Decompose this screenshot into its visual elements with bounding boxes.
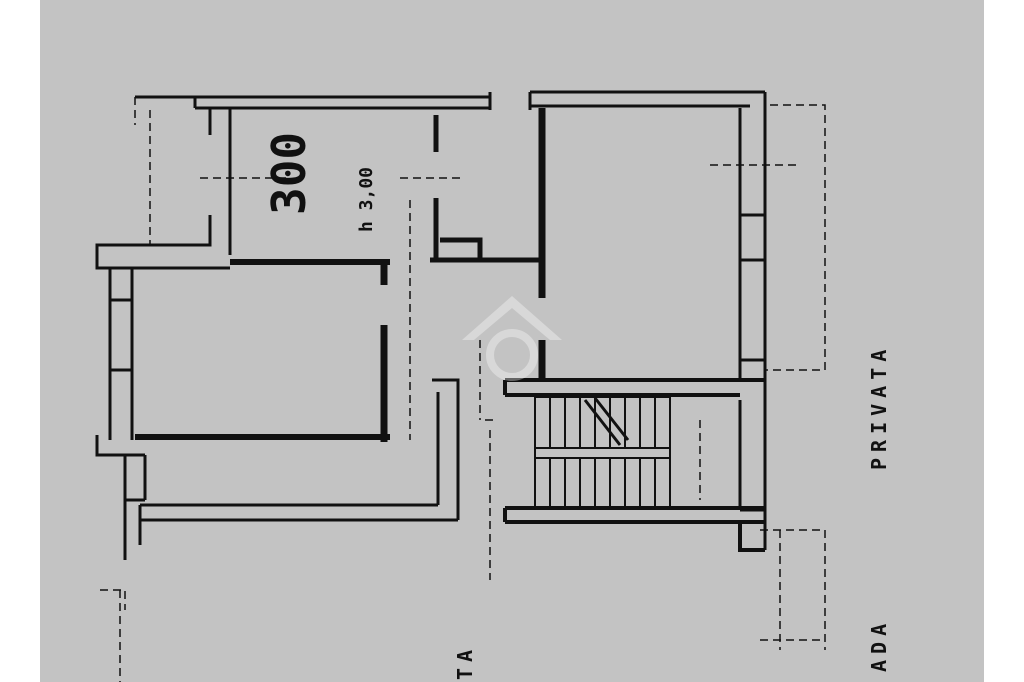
top-wall	[135, 90, 765, 110]
left-wall-lower	[95, 435, 147, 502]
staircase	[534, 396, 671, 508]
room-number: 300	[262, 132, 316, 215]
right-wall	[738, 92, 767, 550]
label-bottom: TA	[453, 644, 477, 680]
label-road: ADA	[867, 618, 891, 672]
paper-background	[40, 0, 984, 682]
watermark-house-icon	[462, 296, 562, 381]
dimension-lines	[100, 97, 826, 682]
closet-wall	[430, 115, 540, 263]
stair-top-wall	[503, 378, 765, 397]
left-outer-wall	[108, 268, 134, 440]
label-private-road: PRIVATA	[867, 344, 891, 470]
bottom-left-wall	[123, 500, 458, 560]
corridor-wall	[432, 378, 460, 520]
ceiling-height: h 3,00	[356, 167, 377, 232]
upper-left-room-wall	[95, 108, 232, 270]
